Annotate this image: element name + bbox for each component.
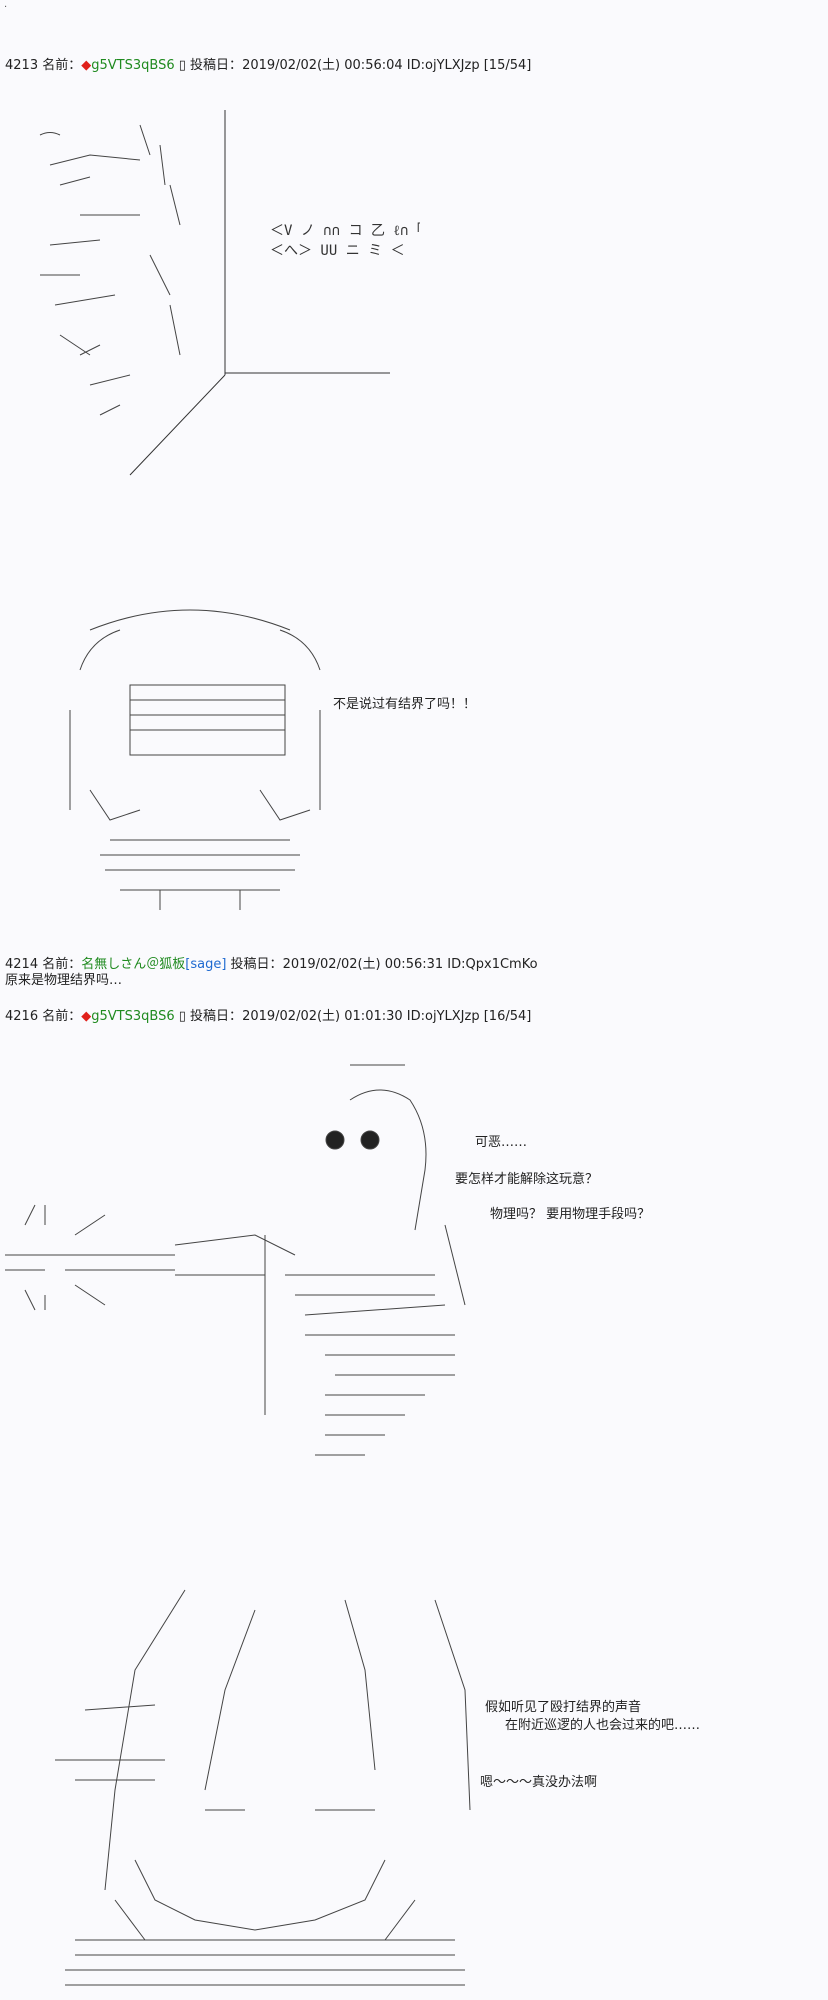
post-number[interactable]: 4216 [5,1009,39,1024]
poster-name: 名無しさん＠狐板 [81,957,186,972]
post-id[interactable]: ID:ojYLXJzp [406,58,480,73]
corner-mark: · [4,2,8,13]
post-number[interactable]: 4214 [5,957,39,972]
post-date: 2019/02/02(土) 01:01:30 [242,1009,403,1024]
post-header-4216: 4216 名前：◆g5VTS3qBS6 ▯ 投稿日：2019/02/02(土) … [5,1009,531,1025]
dialogue-line-2: 要怎样才能解除这玩意？ [455,1172,599,1187]
box-icon: ▯ [178,1009,186,1024]
ascii-art-character-corner: ＜V ノ ∩∩ コ 乙 ℓ∩「 ＜へ＞ UU ニ ミ ＜ [20,105,420,485]
dialogue-line-5: 在附近巡逻的人也会过来的吧…… [505,1718,701,1733]
name-label: 名前： [42,58,82,73]
trip-diamond-icon: ◆ [81,58,92,73]
post-count: [15/54] [483,58,532,73]
box-icon: ▯ [178,58,186,73]
post-number[interactable]: 4213 [5,58,39,73]
svg-text:＜へ＞ UU ニ ミ ＜: ＜へ＞ UU ニ ミ ＜ [270,243,405,259]
ascii-art-character-punching [5,1055,485,1475]
dialogue-line-3: 物理吗？ 要用物理手段吗？ [490,1207,651,1222]
post-date: 2019/02/02(土) 00:56:31 [282,957,444,972]
poster-name: g5VTS3qBS6 [91,1009,175,1024]
post-count: [16/54] [483,1009,532,1024]
name-label: 名前： [42,1009,82,1024]
post-id[interactable]: ID:Qpx1CmKo [447,957,538,972]
svg-text:＜V ノ ∩∩ コ 乙 ℓ∩「: ＜V ノ ∩∩ コ 乙 ℓ∩「 [270,223,420,239]
post-id[interactable]: ID:ojYLXJzp [406,1009,480,1024]
dialogue-line-1: 可恶…… [475,1135,528,1150]
post-body: 原来是物理结界吗… [5,973,123,988]
wall-line-diagonal [129,374,226,476]
trip-diamond-icon: ◆ [81,1009,92,1024]
post-header-4214: 4214 名前：名無しさん＠狐板[sage] 投稿日：2019/02/02(土)… [5,957,538,973]
date-label: 投稿日： [190,58,243,73]
dialogue-line-4: 假如听见了殴打结界的声音 [485,1700,642,1715]
post-header-4213: 4213 名前：◆g5VTS3qBS6 ▯ 投稿日：2019/02/02(土) … [5,58,531,74]
post-date: 2019/02/02(土) 00:56:04 [242,58,403,73]
sage-link[interactable]: [sage] [185,957,227,972]
poster-name: g5VTS3qBS6 [91,58,175,73]
dialogue-line-6: 嗯～～～真没办法啊 [480,1775,598,1790]
date-label: 投稿日： [190,1009,243,1024]
name-label: 名前： [42,957,82,972]
date-label: 投稿日： [230,957,283,972]
ascii-art-character-longhair [55,1580,495,1990]
dialogue-line: 不是说过有结界了吗！！ [333,697,477,712]
ascii-art-character-shocked [60,590,340,920]
